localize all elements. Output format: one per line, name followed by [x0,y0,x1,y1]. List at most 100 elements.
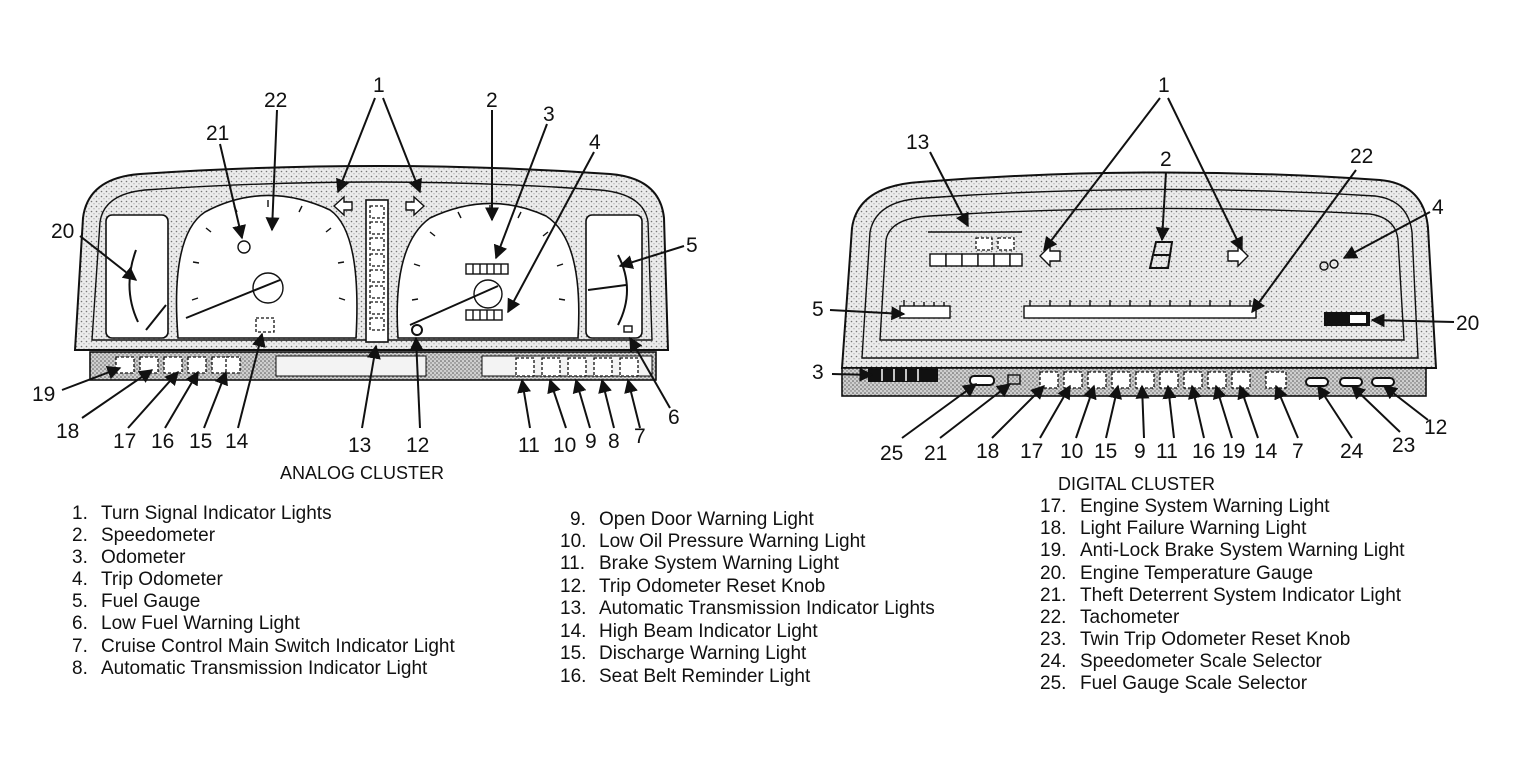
legend-number: 25. [1040,673,1066,694]
legend-number: 17. [1040,496,1066,517]
legend-label: Fuel Gauge [101,591,200,612]
digital-callout: 3 [812,361,824,384]
digital-strip-lights [1039,371,1287,389]
analog-callout: 6 [668,406,680,429]
speedometer-scale-selector[interactable] [1305,377,1329,387]
digital-callout: 19 [1222,440,1245,463]
legend-label: Light Failure Warning Light [1080,518,1307,539]
legend-number: 19. [1040,540,1066,561]
legend-number: 7. [72,636,88,657]
digital-transmission-cells [929,237,1023,267]
analog-bezel [91,181,653,341]
analog-callout: 8 [608,430,620,453]
analog-callout: 3 [543,103,555,126]
twin-trip-odometer-reset-knob[interactable] [1339,377,1363,387]
digital-callout: 21 [924,442,947,465]
digital-callout: 15 [1094,440,1117,463]
legend-number: 13. [560,598,586,619]
legend-number: 9. [570,509,586,530]
analog-high-beam-light [255,317,275,333]
legend-column-2: 9. Open Door Warning Light 10. Low Oil P… [560,509,935,687]
theft-deterrent-light [237,240,251,254]
legend-number: 5. [72,591,88,612]
legend-label: Twin Trip Odometer Reset Knob [1080,629,1350,650]
fuel-gauge-scale-selector[interactable] [969,375,995,386]
legend-label: Trip Odometer Reset Knob [599,576,825,597]
legend-column-3: 17. Engine System Warning Light 18. Ligh… [1040,496,1405,694]
legend-number: 1. [72,503,88,524]
digital-callout: 23 [1392,434,1415,457]
digital-callout: 25 [880,442,903,465]
tachometer-hub [252,272,284,304]
legend-number: 16. [560,666,586,687]
analog-callout: 11 [518,434,540,457]
legend-number: 22. [1040,607,1066,628]
digital-callout: 9 [1134,440,1146,463]
digital-temperature-segment [1350,315,1366,323]
analog-callout: 16 [151,430,174,453]
digital-trip-odometer-reset-knob[interactable] [1371,377,1395,387]
tachometer-face [175,194,358,339]
digital-tachometer-ticks [1029,300,1251,306]
legend-number: 11. [560,553,585,574]
digital-fuel-ticks [903,300,945,306]
legend-label: Brake System Warning Light [599,553,840,574]
legend-number: 21. [1040,585,1066,606]
digital-callout: 1 [1158,74,1170,97]
analog-callout: 4 [589,131,601,154]
legend-number: 12. [560,576,586,597]
legend-label: Anti-Lock Brake System Warning Light [1080,540,1405,561]
legend-number: 10. [560,531,586,552]
analog-leader-lines [61,97,685,429]
legend-label: Trip Odometer [101,569,223,590]
legend-label: Open Door Warning Light [599,509,814,530]
legend-label: Low Oil Pressure Warning Light [599,531,866,552]
analog-callout: 19 [32,383,55,406]
analog-fuel-needle [587,284,627,291]
digital-theft-deterrent-light [1007,374,1021,385]
legend-label: Automatic Transmission Indicator Light [101,658,428,679]
analog-fuel-gauge-window [585,214,643,339]
analog-transmission-cells [369,205,385,331]
analog-callout: 2 [486,89,498,112]
analog-callout: 22 [264,89,287,112]
digital-caption: DIGITAL CLUSTER [1058,474,1215,494]
digital-fuel-bargraph [899,305,951,319]
speedometer-needle [409,285,499,326]
legend-number: 18. [1040,518,1066,539]
legend-number: 8. [72,658,88,679]
legend-label: Odometer [101,547,186,568]
digital-callout: 13 [906,131,929,154]
legend-number: 4. [72,569,88,590]
digital-odometer [868,368,938,382]
digital-odometer-cells [881,369,919,381]
digital-callout: 11 [1156,440,1178,463]
analog-caption: ANALOG CLUSTER [280,463,444,483]
legend-number: 14. [560,621,586,642]
legend-label: Speedometer Scale Selector [1080,651,1323,672]
analog-trip-reset-knob[interactable] [411,324,423,336]
digital-leader-lines [829,97,1455,439]
analog-callout: 13 [348,434,371,457]
analog-odometer-digits [472,264,502,274]
digital-callout: 18 [976,440,999,463]
legend-number: 20. [1040,563,1066,584]
digital-bezel [861,188,1419,359]
legend-label: Tachometer [1080,607,1180,628]
legend: 1. Turn Signal Indicator Lights 2. Speed… [72,496,1405,694]
analog-callout: 15 [189,430,212,453]
analog-trip-digits [472,310,495,320]
digital-callout: 5 [812,298,824,321]
legend-label: Speedometer [101,525,216,546]
analog-callout: 5 [686,234,698,257]
legend-number: 15. [560,643,586,664]
digital-callout: 20 [1456,312,1479,335]
legend-number: 6. [72,613,88,634]
legend-label: Fuel Gauge Scale Selector [1080,673,1308,694]
digital-callout: 17 [1020,440,1043,463]
digital-callout: 4 [1432,196,1444,219]
tachometer-needle [185,279,281,319]
legend-label: Low Fuel Warning Light [101,613,301,634]
digital-tachometer-bargraph [1023,305,1257,319]
analog-callout: 20 [51,220,74,243]
